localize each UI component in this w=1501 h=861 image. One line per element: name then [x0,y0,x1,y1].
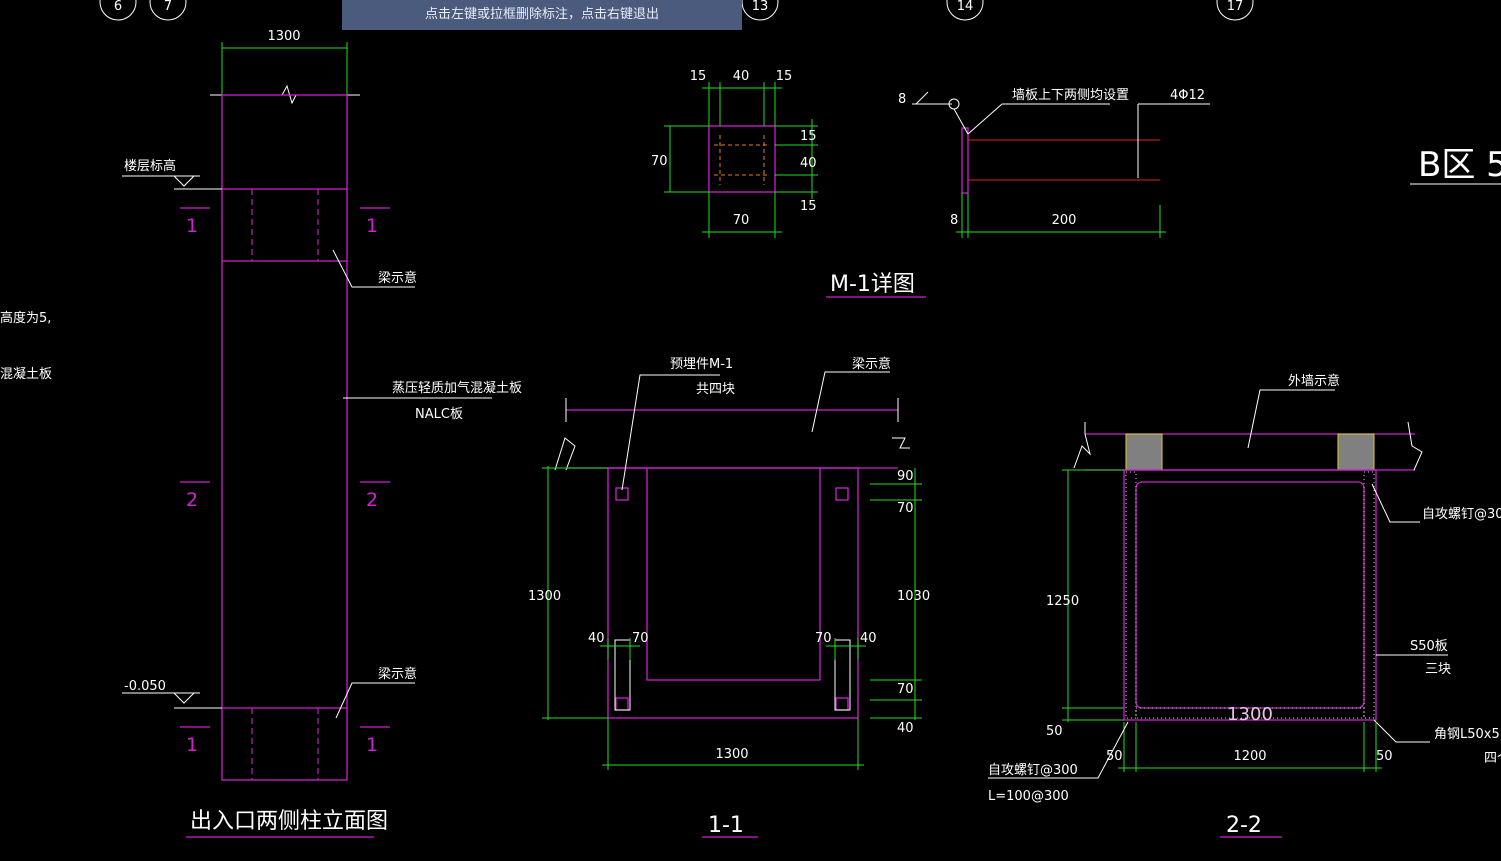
wall-label: 外墙示意 [1288,373,1340,389]
axis-label-7: 7 [164,0,172,14]
section-mark-1-left-top: 1 [186,215,198,237]
section-2-2-right-50: 50 [1376,749,1393,764]
embed-label: 预埋件M-1 [670,357,733,372]
panel-label: S50板 [1410,639,1448,654]
axis-bubble-7 [149,0,187,21]
m1-dim-right-middle: 40 [800,156,817,171]
section-1-1-dim-70-top: 70 [897,501,914,516]
axis-label-6: 6 [114,0,122,14]
side-note-height: 高度为5, [0,310,51,326]
inner-width-label: 1300 [1227,704,1273,725]
section-2-2-frame[interactable] [1123,469,1377,721]
beam-label-top: 梁示意 [378,270,417,286]
m1-dim-top-left: 15 [690,69,707,84]
rebar-dim-left: 8 [950,213,958,228]
section-1-1-title: 1-1 [708,813,744,838]
m1-detail[interactable]: 15 40 15 15 40 15 70 70 M-1详图 [651,69,926,298]
zone-title: B区 5. [1418,145,1501,185]
screw-left-label: 自攻螺钉@300 [988,763,1078,778]
section-1-1-right-70: 70 [815,631,832,646]
rebar-dim-bottom: 200 [1052,213,1077,228]
section-2-2-height-dim: 1250 [1046,594,1079,609]
axis-bubble-17 [1216,0,1254,21]
section-2-2[interactable]: 外墙示意 自攻螺钉@300 1250 50 S50板 三块 1300 角钢L50… [988,373,1501,838]
angle-label: 角钢L50x5 楼 [1434,727,1501,742]
section-1-1-frame[interactable] [607,467,859,719]
m1-dim-right-top: 15 [800,129,817,144]
level-value-label: -0.050 [124,679,166,694]
rebar-dim-top: 8 [898,92,906,107]
m1-dim-top-middle: 40 [733,69,750,84]
axis-bubble-13 [741,0,779,21]
section-1-1-left-70: 70 [632,631,649,646]
section-1-1-dim-90: 90 [897,469,914,484]
section-1-1-right-40: 40 [860,631,877,646]
axis-bubble-14 [946,0,984,21]
column-outline[interactable] [221,94,348,781]
m1-plate[interactable] [708,125,776,193]
panel-abbr-label: NALC板 [415,407,463,422]
wall-block-right [1337,433,1375,471]
column-elevation[interactable]: 1300 楼层标高 -0.050 1 1 2 2 1 1 梁示意 蒸压轻质加气混 [122,29,522,838]
axis-bubbles: 6 7 13 14 17 [99,0,1254,21]
screw-right-label: 自攻螺钉@300 [1422,507,1501,522]
axis-label-14: 14 [957,0,974,14]
m1-detail-title: M-1详图 [830,272,915,297]
section-2-2-left-50: 50 [1106,749,1123,764]
section-1-1-width-dim: 1300 [715,747,748,762]
section-mark-2-left: 2 [186,489,198,511]
section-2-2-title: 2-2 [1226,813,1262,838]
section-1-1-left-40: 40 [588,631,605,646]
rebar-detail[interactable]: 8 墙板上下两侧均设置 4Φ12 8 200 [898,88,1210,238]
spacing-label: L=100@300 [988,789,1069,804]
panel-name-label: 蒸压轻质加气混凝土板 [392,380,522,396]
section-1-1-dim-1030: 1030 [897,589,930,604]
section-1-1-beam-label: 梁示意 [852,356,891,372]
m1-dim-left: 70 [651,154,668,169]
elevation-width-dim: 1300 [267,29,300,44]
m1-dim-top-right: 15 [776,69,793,84]
rebar-spec: 4Φ12 [1170,88,1205,103]
rebar-note: 墙板上下两侧均设置 [1012,88,1129,103]
m1-dim-right-bottom: 15 [800,199,817,214]
section-2-2-bottom-left-dim: 50 [1046,724,1063,739]
axis-label-17: 17 [1227,0,1244,14]
side-note-concrete: 混凝土板 [0,366,52,382]
panel-count-label: 三块 [1425,662,1451,677]
section-2-2-width-dim: 1200 [1233,749,1266,764]
section-mark-2-right: 2 [366,489,378,511]
floor-level-label: 楼层标高 [124,158,176,174]
elevation-title: 出入口两侧柱立面图 [190,809,388,834]
beam-label-bottom: 梁示意 [378,666,417,682]
m1-dim-bottom: 70 [733,213,750,228]
section-1-1-dim-70-bottom: 70 [897,682,914,697]
embed-count-label: 共四块 [696,382,735,397]
axis-bubble-6 [99,0,137,21]
wall-block-left [1125,433,1163,471]
status-tooltip: 点击左键或拉框删除标注，点击右键退出 [342,0,742,30]
section-mark-1-left-bottom: 1 [186,734,198,756]
section-mark-1-right-top: 1 [366,215,378,237]
angle-count-label: 四个 [1484,751,1501,766]
axis-label-13: 13 [752,0,769,14]
section-1-1-height-dim: 1300 [528,589,561,604]
section-1-1-dim-40: 40 [897,721,914,736]
section-1-1[interactable]: 预埋件M-1 共四块 梁示意 1300 90 70 1030 70 40 40 … [528,356,930,838]
section-mark-1-right-bottom: 1 [366,734,378,756]
